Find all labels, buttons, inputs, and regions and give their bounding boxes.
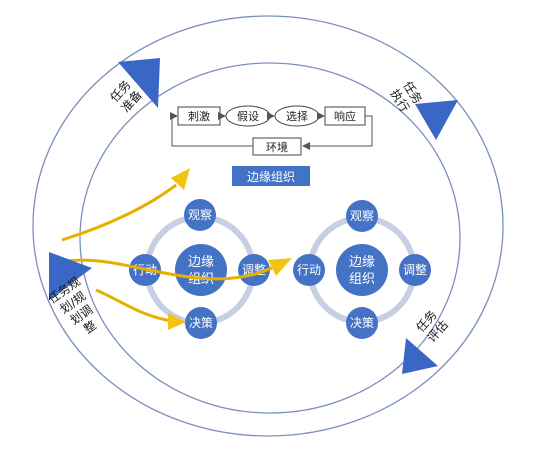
ooda-left-decide-node (185, 307, 217, 339)
ooda-right-act-node (293, 254, 325, 286)
ooda-left-decide: 决策 (189, 316, 213, 330)
triangle-execute (415, 100, 458, 140)
ooda-right-observe: 观察 (350, 209, 374, 223)
ooda-right-orient: 调整 (403, 262, 427, 277)
step-hypothesis: 假设 (237, 109, 259, 123)
banner-label: 边缘组织 (247, 170, 295, 184)
ooda-left-orient-node (238, 254, 270, 286)
inner-ring (79, 62, 461, 414)
gold-arrows (61, 168, 292, 330)
ooda-left-observe-node (184, 199, 216, 231)
ooda-right-center-line1: 边缘 (349, 255, 375, 270)
step-response: 响应 (334, 109, 356, 123)
gold-arrowhead-middle (268, 258, 292, 276)
ooda-right-center (336, 244, 388, 296)
ooda-left-observe: 观察 (188, 208, 212, 222)
triangle-evaluate (402, 338, 438, 374)
gold-arrow-upper (61, 183, 177, 242)
gold-arrow-middle (61, 258, 273, 281)
ooda-right-orient-node (399, 254, 431, 286)
outer-ring (32, 15, 504, 437)
step-stimulus: 刺激 (188, 109, 210, 123)
feedback-line-right (302, 115, 373, 150)
process-chain: 刺激 假设 选择 响应 环境 (170, 105, 373, 156)
gold-arrowhead-upper (171, 168, 190, 190)
triangle-plan (49, 252, 92, 300)
ooda-left-center-line1: 边缘 (188, 255, 214, 270)
triangle-prepare (118, 58, 160, 108)
ooda-right-observe-node (346, 200, 378, 232)
gold-arrowhead-lower (168, 313, 186, 330)
banner-box (232, 166, 310, 186)
ooda-right-center-line2: 组织 (349, 272, 375, 287)
step-selection: 选择 (286, 109, 308, 123)
ooda-right-decide-node (346, 307, 378, 339)
gold-arrow-lower (95, 288, 173, 323)
ooda-right-decide: 决策 (350, 316, 374, 330)
feedback-label: 环境 (266, 140, 288, 154)
ooda-left-center (175, 244, 227, 296)
ooda-right-act: 行动 (297, 263, 321, 277)
ooda-cycle-right: 边缘 组织 观察 调整 决策 行动 (293, 200, 431, 339)
feedback-line-left (170, 112, 253, 147)
